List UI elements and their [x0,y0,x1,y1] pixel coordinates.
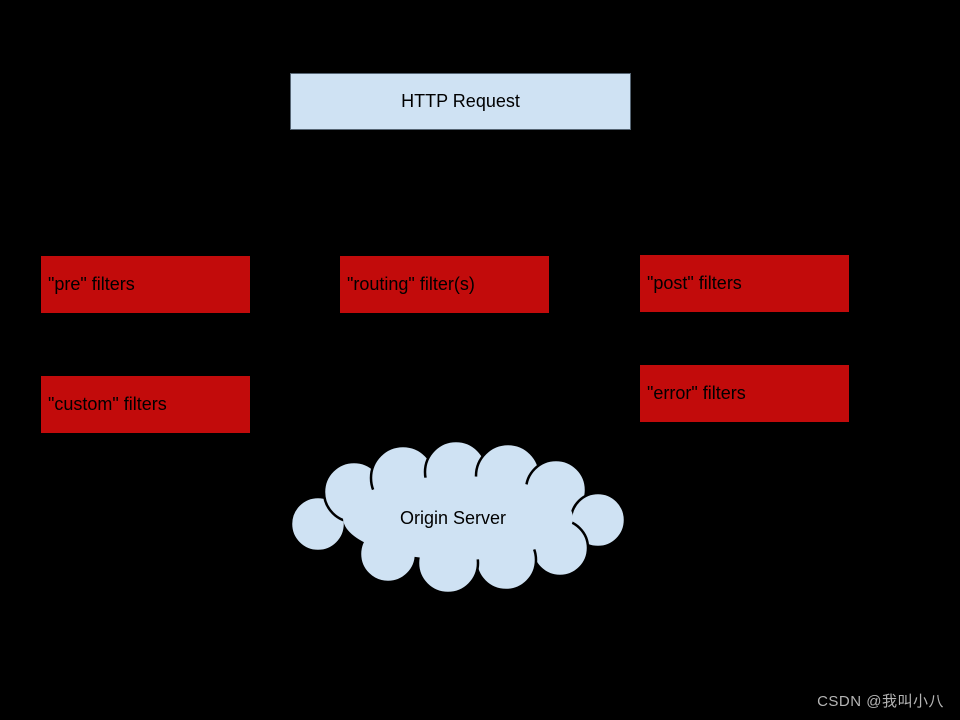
filter-box-error: "error" filters [640,365,849,422]
post-filters-label: "post" filters [647,273,742,293]
origin-server-cloud: Origin Server [288,438,628,598]
http-request-label: HTTP Request [401,91,520,111]
filter-box-pre: "pre" filters [41,256,250,313]
cloud-shape-icon [289,439,627,595]
http-request-box: HTTP Request [290,73,631,130]
filter-box-post: "post" filters [640,255,849,312]
filter-box-custom: "custom" filters [41,376,250,433]
routing-filters-label: "routing" filter(s) [347,274,475,294]
pre-filters-label: "pre" filters [48,274,135,294]
filter-box-routing: "routing" filter(s) [340,256,549,313]
custom-filters-label: "custom" filters [48,394,167,414]
error-filters-label: "error" filters [647,383,746,403]
csdn-watermark: CSDN @我叫小八 [817,693,944,710]
